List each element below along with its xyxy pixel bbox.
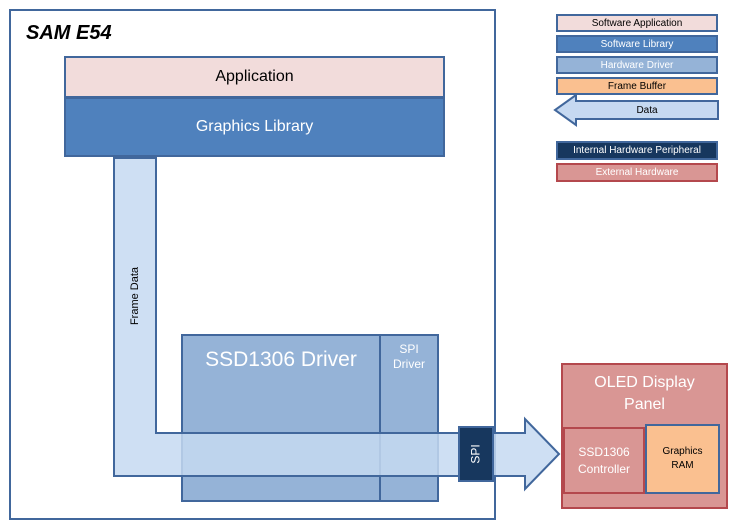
ssd1306-driver-label: SSD1306 Driver [205,348,357,371]
legend-data-label: Data [636,104,658,116]
graphics-library-block: Graphics Library [64,97,445,157]
legend-internal-hardware: Internal Hardware Peripheral [556,141,718,160]
chip-title: SAM E54 [26,22,112,44]
spi-peripheral-block: SPI [458,426,494,482]
legend-hardware-driver-label: Hardware Driver [600,59,674,71]
legend-frame-buffer: Frame Buffer [556,77,718,95]
legend-internal-hardware-label: Internal Hardware Peripheral [573,145,701,156]
legend-external-hardware-label: External Hardware [595,167,679,178]
legend-frame-buffer-label: Frame Buffer [607,80,667,92]
application-block: Application [64,56,445,98]
spi-peripheral-label: SPI [469,444,483,464]
legend-external-hardware: External Hardware [556,163,718,182]
frame-data-label: Frame Data [129,266,141,326]
legend-software-library-label: Software Library [600,38,674,50]
legend-software-application: Software Application [556,14,718,32]
frame-data-arrow [113,157,561,492]
sam-e54-boundary [9,9,496,520]
legend-software-library: Software Library [556,35,718,53]
legend-software-application-label: Software Application [591,17,683,29]
application-label: Application [215,68,294,85]
graphics-library-label: Graphics Library [195,118,314,135]
legend-hardware-driver: Hardware Driver [556,56,718,74]
